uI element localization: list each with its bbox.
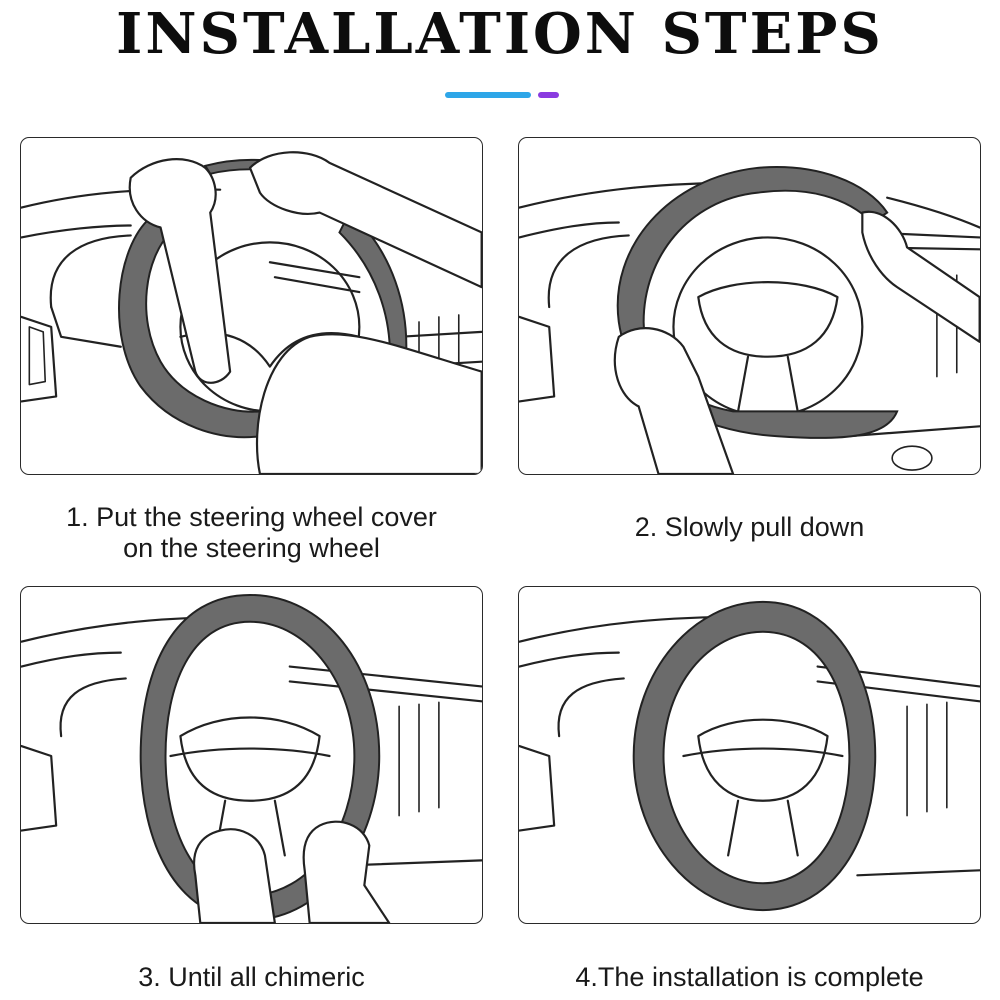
wheel-cover: [632, 600, 877, 912]
step-2-drawing: [519, 166, 980, 474]
step-4-drawing: [519, 600, 980, 912]
left-arm: [128, 158, 232, 384]
step-1-caption-text: 1. Put the steering wheel cover on the s…: [66, 502, 437, 563]
right-hand: [302, 820, 391, 923]
steering-wheel-spokes: [682, 718, 844, 857]
step-3-caption-text: 3. Until all chimeric: [138, 962, 365, 992]
step-4-caption-text: 4.The installation is complete: [575, 962, 924, 992]
left-hand: [193, 828, 276, 923]
step-1-illustration: [20, 137, 483, 475]
title-accent-bar-purple: [538, 92, 559, 98]
step-2-caption-text: 2. Slowly pull down: [634, 512, 865, 542]
step-3-drawing: [21, 593, 482, 923]
title-accent-bar-blue: [445, 92, 531, 98]
step-4-caption: 4.The installation is complete: [518, 962, 981, 993]
step-4-illustration: [518, 586, 981, 924]
step-1-drawing: [21, 151, 482, 474]
step-2-caption: 2. Slowly pull down: [518, 512, 981, 543]
left-hand: [613, 327, 735, 474]
step-2-illustration: [518, 137, 981, 475]
page-title: INSTALLATION STEPS: [116, 1, 884, 67]
step-3-illustration: [20, 586, 483, 924]
step-3-caption: 3. Until all chimeric: [20, 962, 483, 993]
wheel-cover: [616, 166, 899, 439]
step-1-caption: 1. Put the steering wheel cover on the s…: [20, 502, 483, 564]
right-hand: [861, 210, 980, 343]
forearm-foreground: [255, 333, 482, 474]
right-arm: [248, 151, 482, 289]
steering-wheel-spokes: [169, 716, 331, 857]
